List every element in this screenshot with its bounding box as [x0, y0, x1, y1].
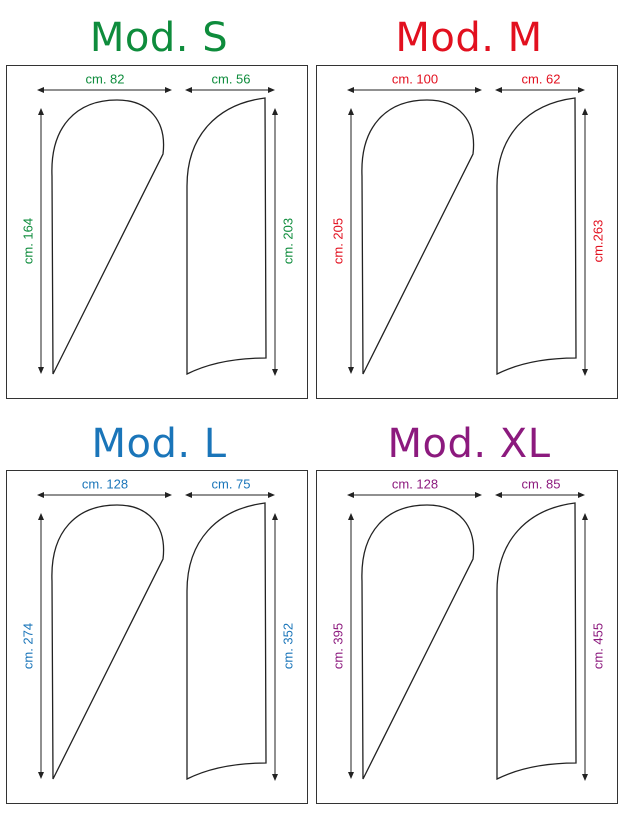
model-title: Mod. L	[91, 421, 227, 467]
arrowhead	[37, 87, 44, 93]
feather-height-label: cm.263	[590, 220, 605, 263]
diagram-frame: cm. 82 cm. 56 cm. 164 cm. 203	[6, 65, 308, 399]
teardrop-height-label: cm. 274	[20, 623, 35, 669]
model-xl: Mod. XL cm. 128 cm. 85 cm. 395 cm. 455	[316, 418, 622, 813]
teardrop-flag-shape	[361, 99, 475, 375]
feather-height-label: cm. 203	[280, 218, 295, 264]
arrowhead	[495, 492, 502, 498]
flag-diagram: cm. 128 cm. 75 cm. 274 cm. 352	[20, 476, 295, 781]
feather-width-label: cm. 75	[211, 476, 250, 491]
teardrop-height-label: cm. 164	[20, 218, 35, 264]
feather-width-label: cm. 85	[521, 476, 560, 491]
model-title: Mod. S	[89, 15, 229, 61]
arrowhead	[348, 108, 354, 115]
teardrop-height-label: cm. 395	[330, 623, 345, 669]
arrowhead	[578, 87, 585, 93]
arrowhead	[475, 492, 482, 498]
arrowhead	[582, 513, 588, 520]
arrowhead	[165, 87, 172, 93]
feather-flag-shape	[186, 97, 267, 376]
arrowhead	[38, 513, 44, 520]
arrowhead	[582, 774, 588, 781]
arrowhead	[348, 772, 354, 779]
arrowhead	[38, 367, 44, 374]
arrowhead	[348, 367, 354, 374]
arrowhead	[347, 87, 354, 93]
arrowhead	[268, 492, 275, 498]
feather-width-label: cm. 56	[211, 71, 250, 86]
arrowhead	[185, 87, 192, 93]
arrowhead	[165, 492, 172, 498]
arrowhead	[495, 87, 502, 93]
feather-width-label: cm. 62	[521, 71, 560, 86]
flag-diagram: cm. 100 cm. 62 cm. 205 cm.263	[330, 71, 605, 376]
diagram-frame: cm. 128 cm. 85 cm. 395 cm. 455	[316, 470, 618, 804]
arrowhead	[582, 369, 588, 376]
arrowhead	[475, 87, 482, 93]
diagram-frame: cm. 100 cm. 62 cm. 205 cm.263	[316, 65, 618, 399]
teardrop-height-label: cm. 205	[330, 218, 345, 264]
model-title: Mod. XL	[387, 421, 551, 467]
feather-flag-shape	[496, 502, 577, 781]
teardrop-flag-shape	[361, 504, 475, 780]
model-title: Mod. M	[395, 15, 543, 61]
arrowhead	[268, 87, 275, 93]
arrowhead	[272, 774, 278, 781]
diagram-frame: cm. 128 cm. 75 cm. 274 cm. 352	[6, 470, 308, 804]
feather-flag-shape	[186, 502, 267, 781]
arrowhead	[348, 513, 354, 520]
arrowhead	[578, 492, 585, 498]
feather-height-label: cm. 455	[590, 623, 605, 669]
teardrop-flag-shape	[51, 99, 165, 375]
teardrop-width-label: cm. 82	[85, 71, 124, 86]
teardrop-width-label: cm. 100	[392, 71, 438, 86]
arrowhead	[37, 492, 44, 498]
arrowhead	[347, 492, 354, 498]
arrowhead	[272, 369, 278, 376]
teardrop-width-label: cm. 128	[392, 476, 438, 491]
feather-height-label: cm. 352	[280, 623, 295, 669]
teardrop-width-label: cm. 128	[82, 476, 128, 491]
feather-flag-shape	[496, 97, 577, 376]
arrowhead	[272, 513, 278, 520]
arrowhead	[272, 108, 278, 115]
arrowhead	[185, 492, 192, 498]
model-l: Mod. L cm. 128 cm. 75 cm. 274 cm. 352	[6, 418, 312, 813]
flag-diagram: cm. 128 cm. 85 cm. 395 cm. 455	[330, 476, 605, 781]
arrowhead	[582, 108, 588, 115]
teardrop-flag-shape	[51, 504, 165, 780]
model-m: Mod. M cm. 100 cm. 62 cm. 205 cm.263	[316, 10, 622, 405]
flag-diagram: cm. 82 cm. 56 cm. 164 cm. 203	[20, 71, 295, 376]
model-s: Mod. S cm. 82 cm. 56 cm. 164 cm. 203	[6, 10, 312, 405]
arrowhead	[38, 108, 44, 115]
arrowhead	[38, 772, 44, 779]
